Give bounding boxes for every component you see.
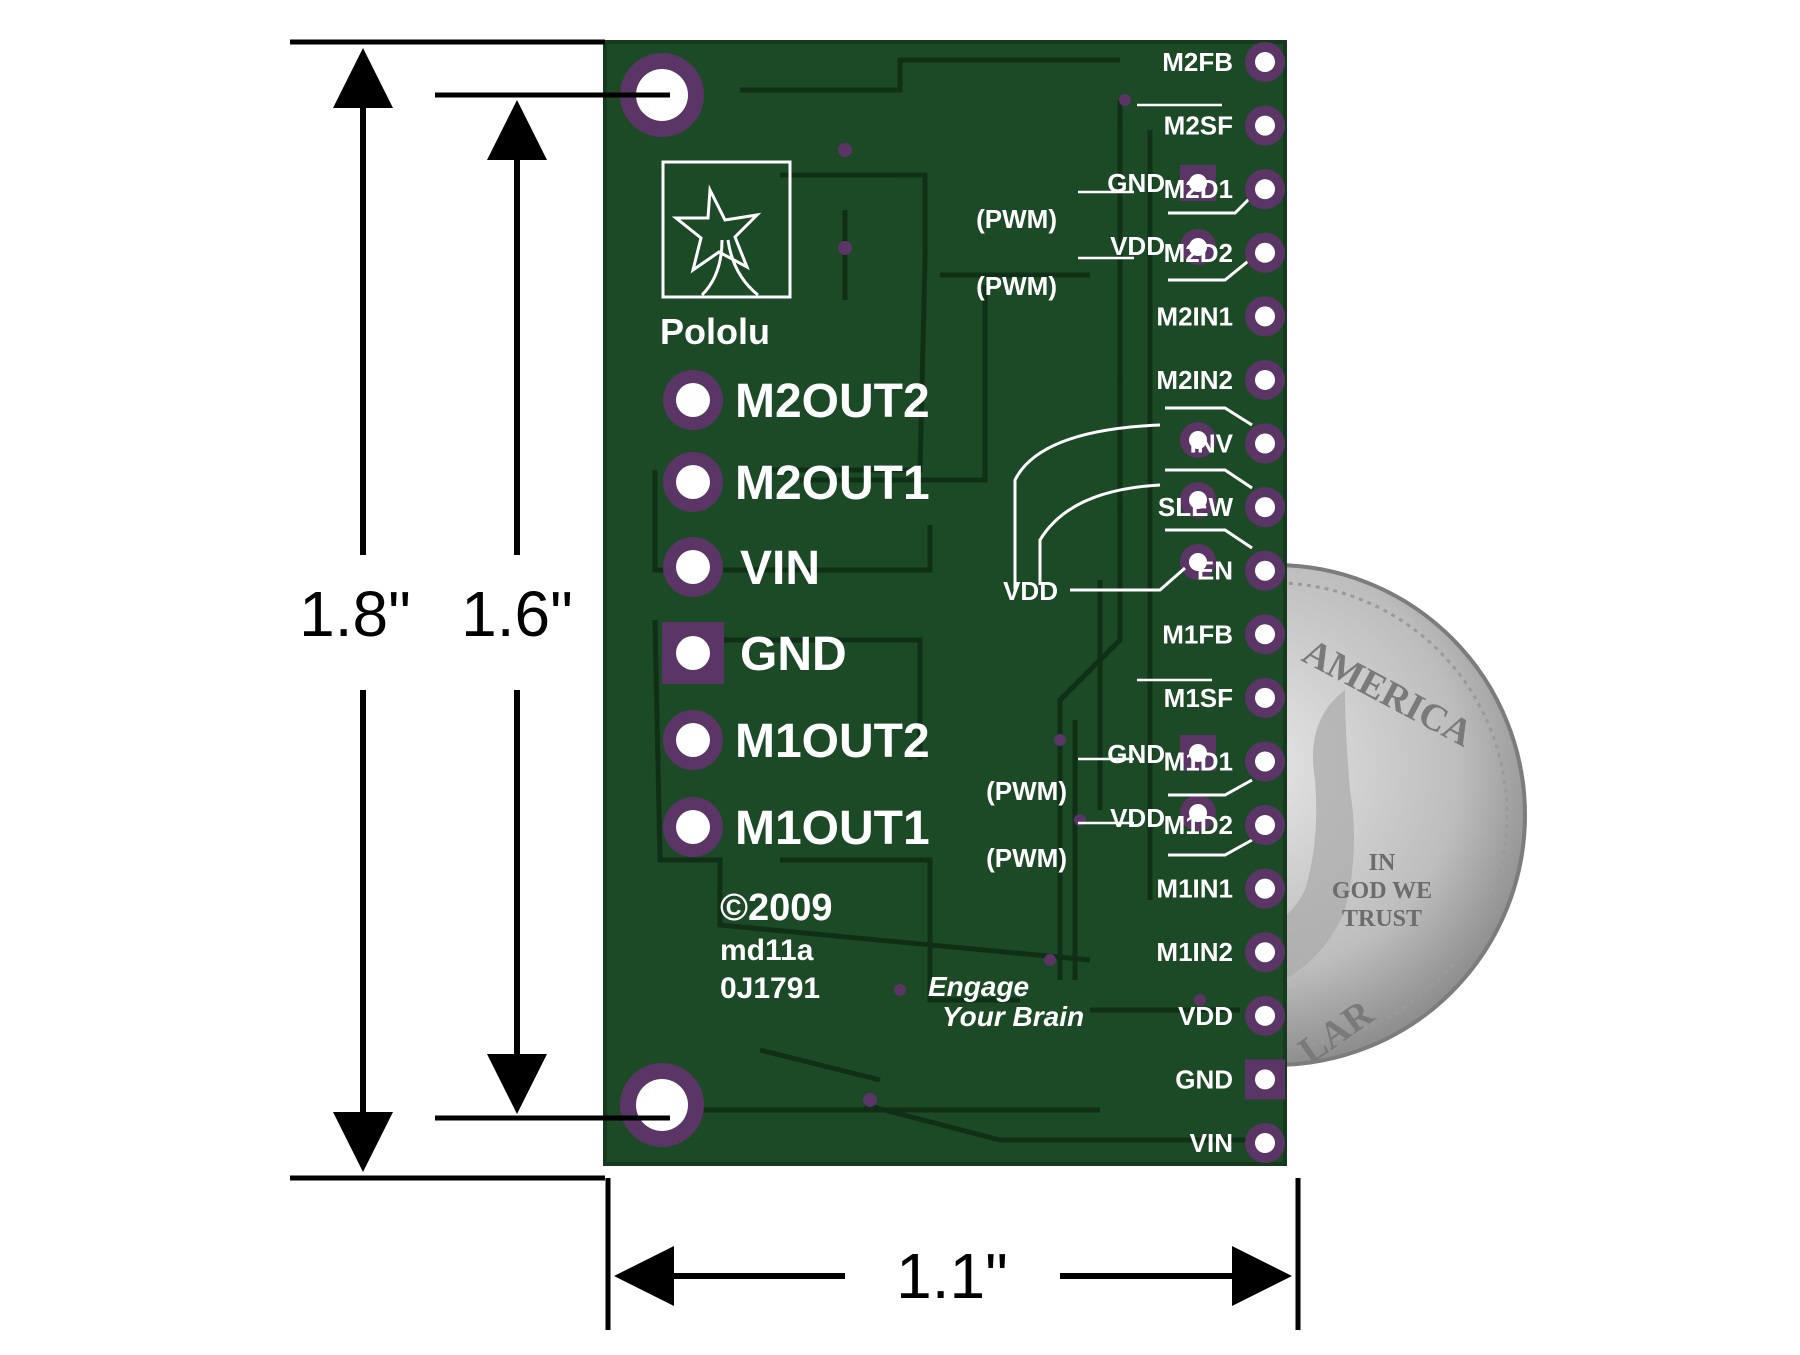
header-pin-label: M2SF — [1164, 111, 1233, 141]
header-pin-label: SLEW — [1158, 492, 1234, 522]
header-pin-gnd: GND — [1175, 1059, 1285, 1100]
dimension-total-height: 1.8" — [299, 578, 411, 650]
header-pin-hole — [1255, 179, 1275, 200]
header-pin-hole — [1255, 942, 1275, 963]
header-pin-label: M1D1 — [1164, 746, 1233, 776]
model-text: md11a — [720, 934, 814, 967]
header-pin-label: M2FB — [1162, 47, 1233, 77]
power-pad-label: VIN — [740, 542, 820, 595]
power-pad-label: M1OUT1 — [735, 802, 930, 855]
pololu-logo-text: Pololu — [660, 311, 770, 352]
pcb-traces — [652, 57, 1270, 1143]
power-pad-label: M1OUT2 — [735, 715, 930, 768]
power-pad-vin: VIN — [663, 537, 820, 597]
header-pin-label: M1SF — [1164, 683, 1233, 713]
inner-label-pwm-m2d2: (PWM) — [976, 271, 1057, 301]
header-pin-hole — [1255, 115, 1275, 136]
header-pin-label: VIN — [1190, 1128, 1233, 1158]
inner-label-gnd-bottom: GND — [1107, 739, 1165, 769]
header-pin-label: M2D1 — [1164, 174, 1233, 204]
pcb-vias — [838, 94, 1206, 1107]
header-pin-hole — [1255, 306, 1275, 327]
copyright-text: ©2009 — [720, 887, 833, 929]
inner-label-pwm-m2d1: (PWM) — [976, 204, 1057, 234]
header-pin-label: GND — [1175, 1064, 1233, 1094]
pololu-logo: Pololu — [660, 160, 792, 352]
pcb-board: Pololu M2OUT2 M2OUT1 VIN GND M1OUT2 M1OU… — [603, 40, 1287, 1166]
inner-label-vdd-mid: VDD — [1003, 576, 1058, 606]
coin-motto-3: TRUST — [1342, 906, 1422, 932]
header-pin-label: EN — [1197, 556, 1233, 586]
header-pin-hole — [1255, 751, 1275, 772]
mounting-hole-bottom — [620, 1063, 704, 1147]
header-pin-m2fb: M2FB — [1162, 42, 1285, 82]
header-pin-label: M1IN2 — [1156, 937, 1233, 967]
power-pad-gnd: GND — [662, 622, 847, 684]
header-pin-hole — [1255, 52, 1275, 72]
header-pin-slew: SLEW — [1158, 487, 1285, 528]
slogan-line2: Your Brain — [942, 1001, 1084, 1032]
header-pin-m2d2: M2D2 — [1164, 232, 1285, 273]
inner-label-gnd-top: GND — [1107, 168, 1165, 198]
header-pin-vin: VIN — [1190, 1123, 1285, 1163]
dimension-hole-spacing: 1.6" — [461, 578, 573, 650]
header-pin-hole — [1255, 815, 1275, 836]
inner-label-pwm-m1d1: (PWM) — [986, 776, 1067, 806]
header-pin-hole — [1255, 1005, 1275, 1026]
coin-motto-2: GOD WE — [1332, 878, 1432, 904]
header-pin-hole — [1255, 687, 1275, 708]
header-pin-label: M2D2 — [1164, 238, 1233, 268]
header-pin-hole — [1255, 369, 1275, 390]
header-pin-hole — [1255, 497, 1275, 518]
header-pin-m2in2: M2IN2 — [1156, 359, 1285, 400]
header-pin-m1fb: M1FB — [1162, 614, 1285, 655]
label-leader-lines — [1013, 194, 1254, 857]
header-pin-label: M2IN1 — [1156, 301, 1233, 331]
header-pin-hole — [1255, 560, 1275, 581]
power-pad-m1out2: M1OUT2 — [663, 710, 930, 770]
header-pin-hole — [1255, 433, 1275, 454]
power-pad-m1out1: M1OUT1 — [663, 797, 930, 857]
header-pin-m1sf: M1SF — [1164, 677, 1285, 718]
inner-label-pwm-m1d2: (PWM) — [986, 843, 1067, 873]
header-pin-hole — [1255, 1069, 1275, 1090]
dimension-annotations: 1.8" 1.6" 1.1" — [290, 39, 1301, 1330]
header-pin-m1in2: M1IN2 — [1156, 932, 1285, 973]
header-pin-m2sf: M2SF — [1164, 105, 1285, 146]
header-pin-hole — [1255, 1133, 1275, 1153]
header-pin-m2d1: M2D1 — [1164, 169, 1285, 210]
header-pin-hole — [1255, 624, 1275, 645]
slogan-line1: Engage — [928, 971, 1029, 1002]
coin-motto-1: IN — [1369, 850, 1396, 876]
inner-pin-column — [1180, 165, 1216, 831]
header-pin-m1in1: M1IN1 — [1156, 868, 1285, 909]
header-pin-m1d2: M1D2 — [1164, 805, 1285, 846]
header-pin-label: M2IN2 — [1156, 365, 1233, 395]
header-pin-m2in1: M2IN1 — [1156, 296, 1285, 337]
header-pin-label: M1IN1 — [1156, 874, 1233, 904]
power-pad-label: M2OUT2 — [735, 375, 930, 428]
signal-overlines — [1078, 103, 1222, 825]
inner-label-vdd-bottom: VDD — [1110, 803, 1165, 833]
header-pin-vdd: VDD — [1178, 995, 1285, 1036]
header-pin-hole — [1255, 242, 1275, 263]
power-pad-label: GND — [740, 628, 847, 681]
header-pin-en: EN — [1197, 550, 1285, 591]
serial-text: 0J1791 — [720, 972, 820, 1005]
header-pin-label: INV — [1190, 429, 1234, 459]
power-pad-m2out2: M2OUT2 — [663, 370, 930, 430]
header-pin-label: VDD — [1178, 1001, 1233, 1031]
header-pin-m1d1: M1D1 — [1164, 741, 1285, 782]
header-pin-inv: INV — [1190, 423, 1285, 464]
header-pin-label: M1FB — [1162, 619, 1233, 649]
dimension-width: 1.1" — [896, 1240, 1008, 1312]
power-pad-label: M2OUT1 — [735, 457, 930, 510]
inner-label-vdd-top: VDD — [1110, 231, 1165, 261]
header-pin-hole — [1255, 878, 1275, 899]
power-pad-m2out1: M2OUT1 — [663, 452, 930, 512]
header-pin-label: M1D2 — [1164, 810, 1233, 840]
